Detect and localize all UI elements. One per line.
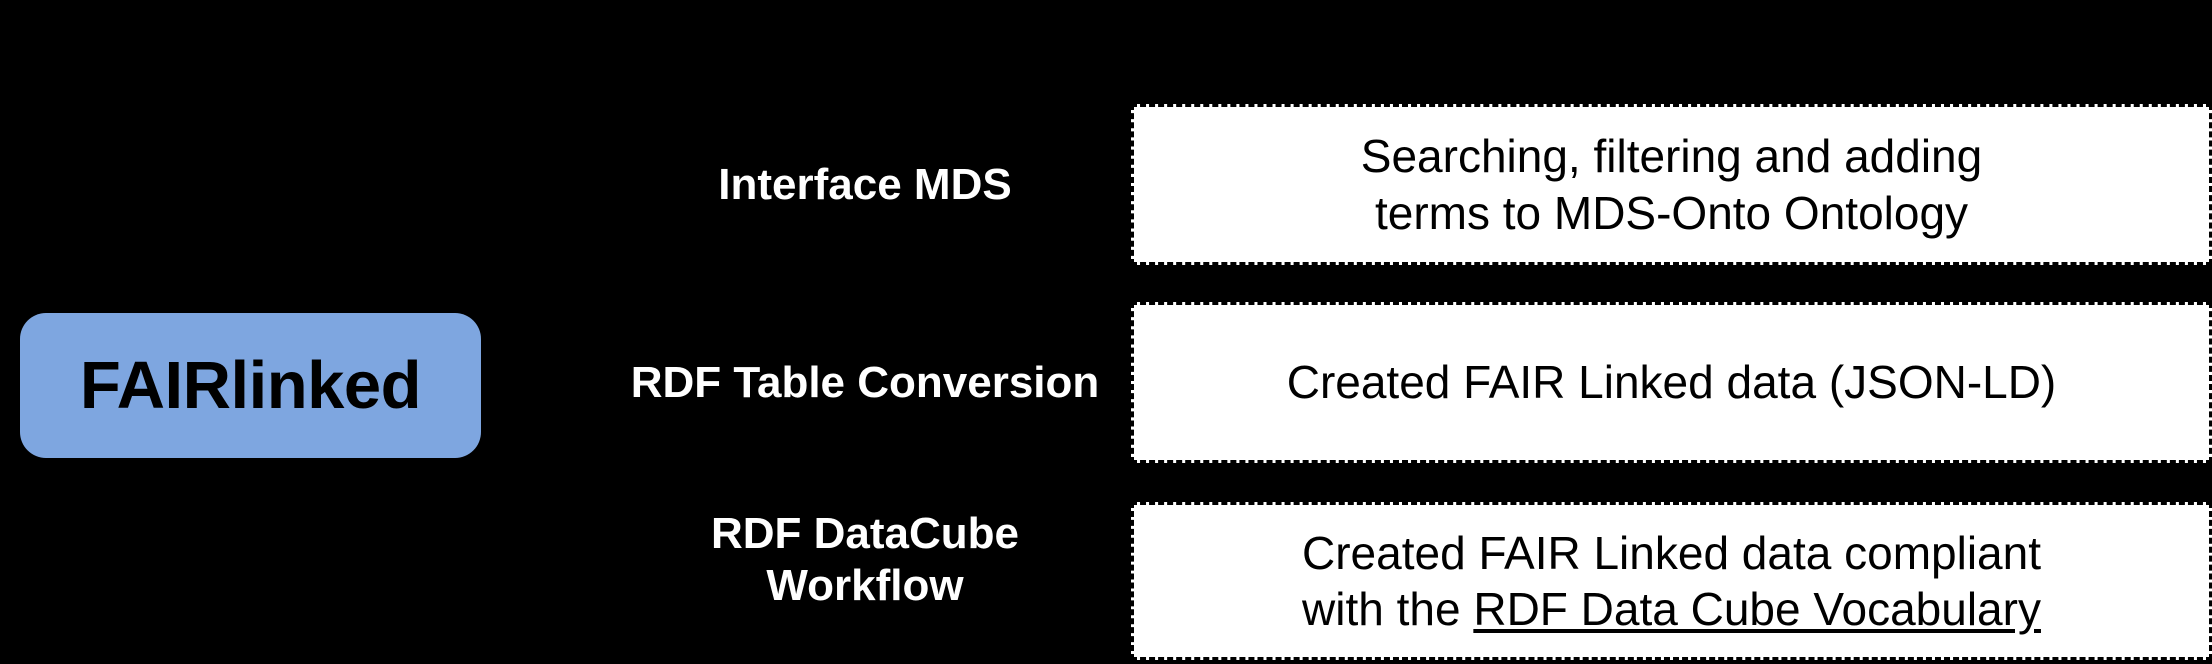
row-description-text: Created FAIR Linked data compliant with … bbox=[1148, 525, 2195, 637]
rdf-data-cube-vocabulary-link[interactable]: RDF Data Cube Vocabulary bbox=[1473, 583, 2041, 635]
row-label-rdf-datacube-workflow: RDF DataCube Workflow bbox=[710, 509, 1020, 610]
row-description-box-interface-mds: Searching, filtering and adding terms to… bbox=[1131, 104, 2212, 265]
fairlinked-badge-label: FAIRlinked bbox=[79, 348, 422, 423]
description-line-1: Searching, filtering and adding bbox=[1360, 130, 1983, 183]
row-description-text: Created FAIR Linked data (JSON-LD) bbox=[1148, 354, 2195, 410]
description-line-2: terms to MDS-Onto Ontology bbox=[1374, 186, 1969, 239]
row-label-interface-mds: Interface MDS bbox=[718, 160, 1012, 210]
row-description-box-rdf-datacube-workflow: Created FAIR Linked data compliant with … bbox=[1131, 502, 2212, 660]
description-line-2: with the bbox=[1302, 583, 1474, 635]
fairlinked-badge: FAIRlinked bbox=[20, 313, 481, 458]
description-line-1: Created FAIR Linked data compliant bbox=[1302, 526, 2041, 579]
row-description-text: Searching, filtering and adding terms to… bbox=[1148, 128, 2195, 240]
workflow-row: RDF DataCube Workflow Created FAIR Linke… bbox=[0, 498, 2212, 664]
row-label-rdf-table-conversion: RDF Table Conversion bbox=[630, 358, 1100, 408]
row-description-box-rdf-table-conversion: Created FAIR Linked data (JSON-LD) bbox=[1131, 302, 2212, 463]
workflow-row: Interface MDS Searching, filtering and a… bbox=[0, 100, 2212, 270]
description-line-1: Created FAIR Linked data (JSON-LD) bbox=[1286, 356, 2057, 409]
workflow-row: RDF Table Conversion Created FAIR Linked… bbox=[0, 298, 2212, 468]
